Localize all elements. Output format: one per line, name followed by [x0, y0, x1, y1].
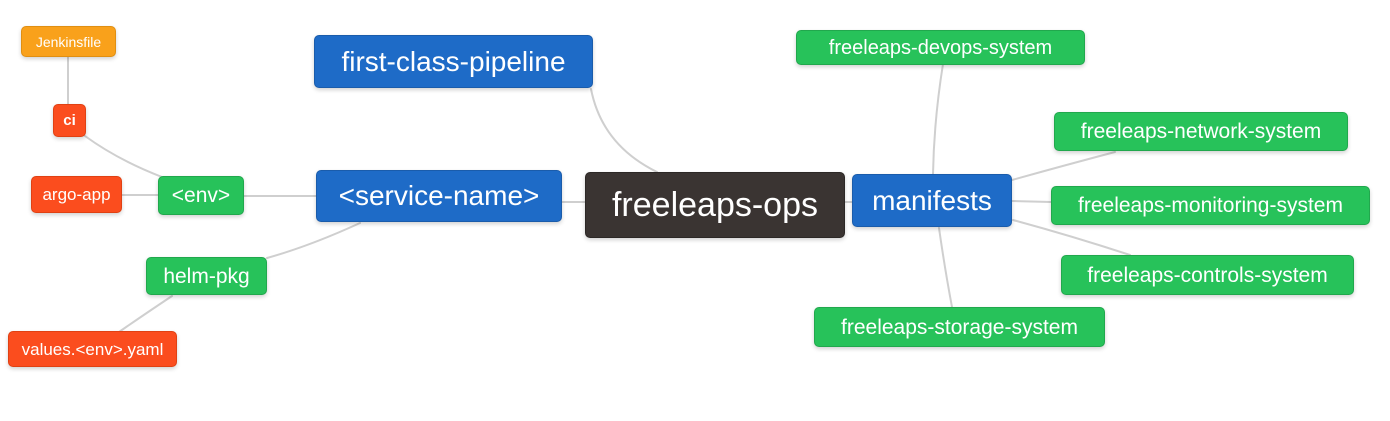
node-values-env-yaml[interactable]: values.<env>.yaml	[8, 331, 177, 367]
node-freeleaps-network-system[interactable]: freeleaps-network-system	[1054, 112, 1348, 151]
edge-service-name-helm-pkg	[266, 222, 361, 259]
node-manifests[interactable]: manifests	[852, 174, 1012, 227]
node-service-name[interactable]: <service-name>	[316, 170, 562, 222]
edge-helm-pkg-values	[118, 295, 173, 333]
node-freeleaps-storage-system[interactable]: freeleaps-storage-system	[814, 307, 1105, 347]
node-freeleaps-monitoring-system[interactable]: freeleaps-monitoring-system	[1051, 186, 1370, 225]
edge-pipeline-root	[590, 88, 658, 173]
node-ci[interactable]: ci	[53, 104, 86, 137]
edge-manifests-controls	[1012, 219, 1131, 256]
node-first-class-pipeline[interactable]: first-class-pipeline	[314, 35, 593, 88]
node-freeleaps-controls-system[interactable]: freeleaps-controls-system	[1061, 255, 1354, 295]
edge-manifests-devops	[932, 63, 944, 175]
edge-manifests-storage	[938, 227, 953, 308]
edge-manifests-network	[1011, 151, 1116, 181]
node-env[interactable]: <env>	[158, 176, 244, 215]
node-helm-pkg[interactable]: helm-pkg	[146, 257, 267, 295]
node-freeleaps-devops-system[interactable]: freeleaps-devops-system	[796, 30, 1085, 65]
node-freeleaps-ops-root[interactable]: freeleaps-ops	[585, 172, 845, 238]
node-jenkinsfile[interactable]: Jenkinsfile	[21, 26, 116, 57]
edge-manifests-monitoring	[1011, 200, 1052, 203]
edge-ci-env	[84, 135, 163, 178]
node-argo-app[interactable]: argo-app	[31, 176, 122, 213]
